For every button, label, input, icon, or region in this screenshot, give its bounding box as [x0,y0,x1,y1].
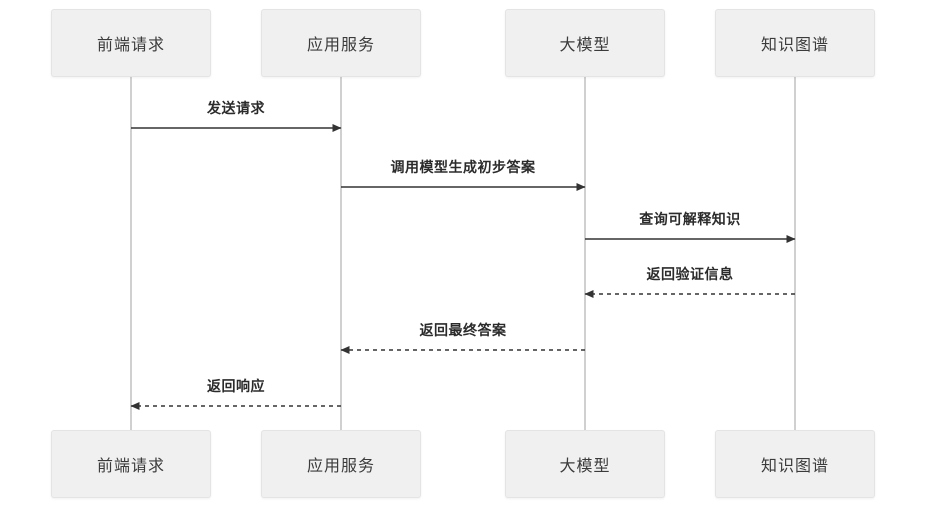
participant-label-frontend: 前端请求 [96,35,165,54]
participant-bottom-llm[interactable]: 大模型 [505,430,665,498]
message-label-3: 返回验证信息 [646,267,734,283]
participant-label-app: 应用服务 [306,456,375,475]
lifelines-group [130,77,796,430]
message-label-1: 调用模型生成初步答案 [390,160,536,176]
participant-top-app[interactable]: 应用服务 [261,9,421,77]
participant-label-kg: 知识图谱 [760,456,829,475]
message-label-2: 查询可解释知识 [639,212,741,228]
message-label-0: 发送请求 [207,101,265,117]
participant-label-kg: 知识图谱 [760,35,829,54]
participant-top-frontend[interactable]: 前端请求 [51,9,211,77]
participant-bottom-frontend[interactable]: 前端请求 [51,430,211,498]
participant-top-llm[interactable]: 大模型 [505,9,665,77]
participant-label-app: 应用服务 [306,35,375,54]
participant-label-frontend: 前端请求 [96,456,165,475]
participant-bottom-kg[interactable]: 知识图谱 [715,430,875,498]
participant-bottom-app[interactable]: 应用服务 [261,430,421,498]
participant-label-llm: 大模型 [559,35,611,54]
message-label-5: 返回响应 [207,379,265,395]
participant-top-kg[interactable]: 知识图谱 [715,9,875,77]
message-arrows-group [130,124,796,410]
message-label-4: 返回最终答案 [419,323,507,339]
participant-label-llm: 大模型 [559,456,611,475]
